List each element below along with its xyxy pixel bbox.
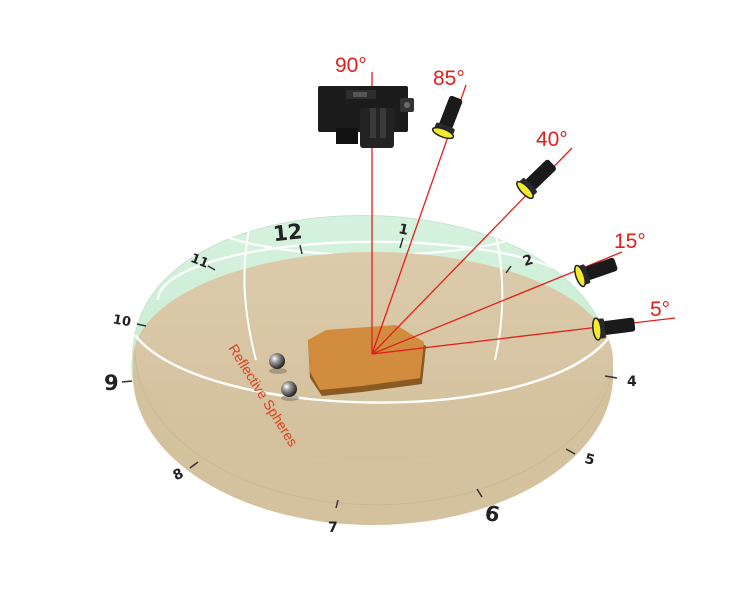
clock-label-6: 6 — [483, 501, 502, 527]
clock-label-4: 4 — [627, 374, 637, 390]
clock-label-2: 2 — [521, 252, 535, 270]
flashlight-icon — [592, 317, 636, 341]
angle-label-85: 85° — [433, 67, 465, 90]
clock-label-7: 7 — [328, 520, 338, 536]
flashlight-icon — [431, 95, 463, 140]
clock-label-11: 11 — [188, 251, 210, 272]
reflective-sphere-icon — [269, 353, 287, 374]
angle-label-90: 90° — [335, 54, 367, 77]
angle-label-40: 40° — [536, 128, 568, 151]
flashlight-icon — [516, 159, 556, 200]
clock-label-5: 5 — [583, 451, 597, 469]
clock-label-1: 1 — [397, 221, 410, 239]
camera-icon — [318, 86, 414, 148]
clock-label-8: 8 — [171, 466, 187, 485]
dome-meridians — [243, 144, 504, 361]
reflective-sphere-icon — [281, 381, 299, 401]
angle-label-15: 15° — [614, 230, 646, 253]
clock-ticks — [121, 237, 618, 509]
latitude-ring-front — [134, 334, 612, 404]
latitude-ring-mid-back — [156, 240, 592, 301]
angle-label-5: 5° — [650, 298, 670, 321]
dome-lower-outline — [134, 349, 612, 506]
dome-base-body — [132, 345, 613, 526]
artifact-slab — [308, 325, 426, 396]
clock-label-12: 12 — [272, 219, 304, 246]
meridian-right — [451, 144, 504, 361]
meridian-left — [243, 144, 293, 361]
clock-label-10: 10 — [112, 312, 132, 330]
clock-label-9: 9 — [104, 371, 119, 395]
flashlight-icon — [574, 257, 618, 288]
